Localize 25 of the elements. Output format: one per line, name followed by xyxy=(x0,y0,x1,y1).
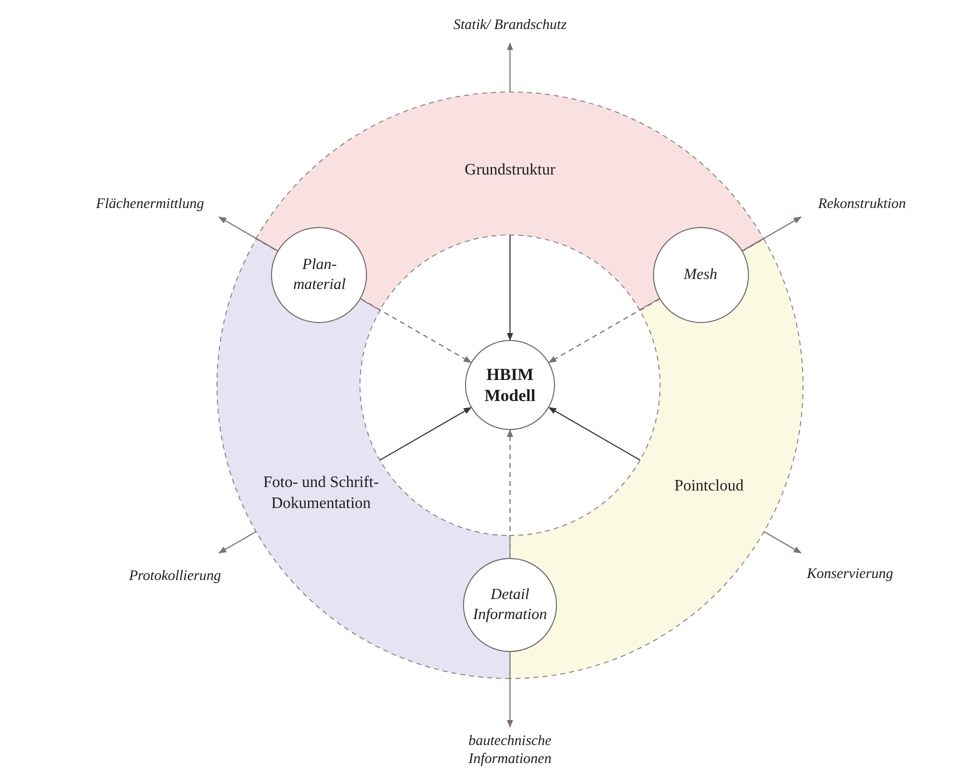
output-label: Flächenermittlung xyxy=(75,195,225,213)
arrow xyxy=(548,407,640,460)
arrow xyxy=(763,531,802,554)
arrow xyxy=(742,216,802,252)
node-label: Plan-material xyxy=(292,255,347,295)
node-label: Detail Information xyxy=(472,585,548,625)
arrow xyxy=(506,652,514,728)
segment-label: Pointcloud xyxy=(673,476,745,496)
segment-label: Grundstruktur xyxy=(464,160,556,180)
dashed-arrow xyxy=(360,298,472,363)
dashed-arrow xyxy=(548,298,660,363)
arrow xyxy=(506,235,514,341)
arrow xyxy=(380,407,472,460)
output-label: Rekonstruktion xyxy=(792,195,932,213)
segment-label: Foto- und Schrift-Dokumentation xyxy=(262,473,380,514)
output-label: Konservierung xyxy=(780,565,920,583)
output-label: bautechnische Informationen xyxy=(445,732,575,768)
output-label: Statik/ Brandschutz xyxy=(425,16,595,34)
arrow xyxy=(506,42,514,92)
node-label: HBIM Modell xyxy=(484,364,536,406)
node-label: Mesh xyxy=(682,265,718,285)
arrow xyxy=(218,216,278,252)
output-label: Protokollierung xyxy=(105,567,245,585)
dashed-arrow xyxy=(506,429,514,558)
arrow xyxy=(218,531,257,554)
